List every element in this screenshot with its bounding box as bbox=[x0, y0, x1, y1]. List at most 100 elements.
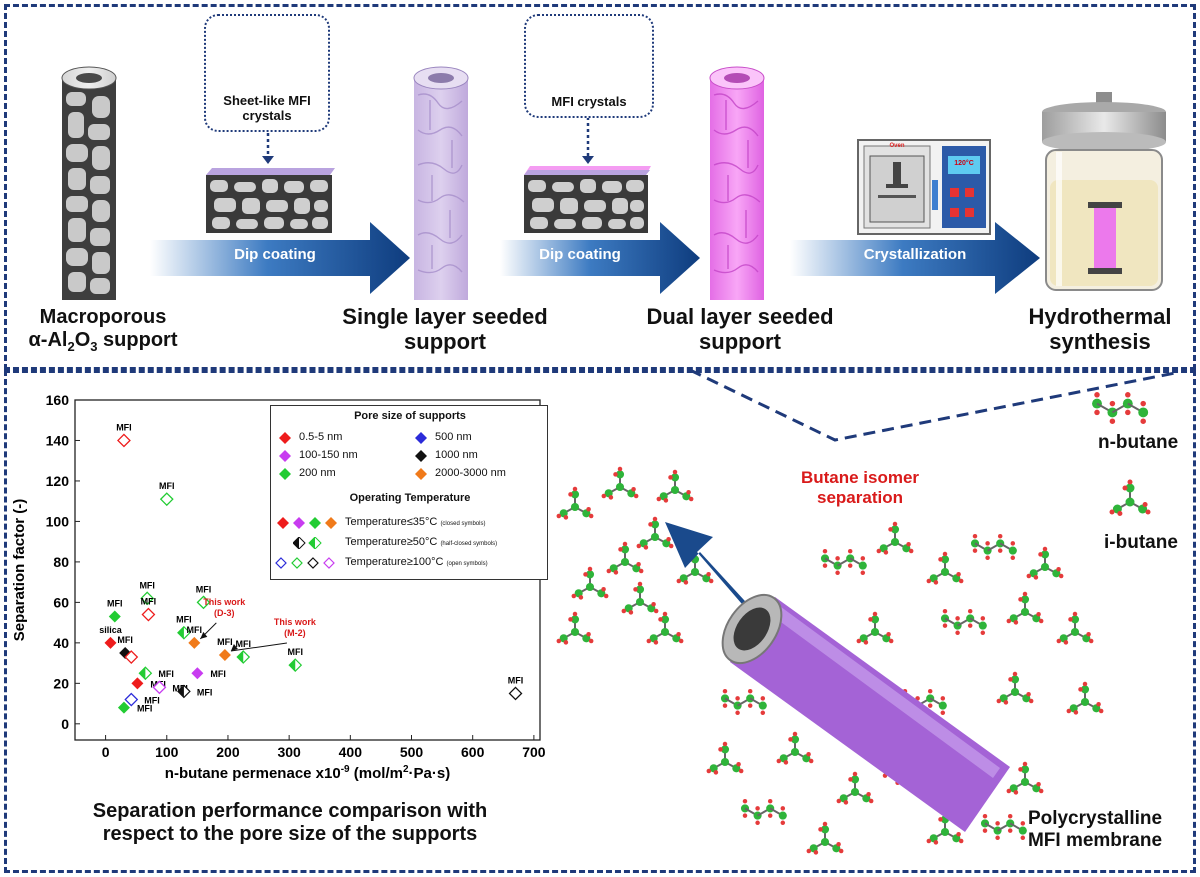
hydrogen-atom bbox=[886, 632, 891, 637]
data-label: MFI bbox=[197, 687, 213, 697]
hydrogen-atom bbox=[1094, 409, 1100, 416]
hydrogen-atom bbox=[860, 556, 866, 561]
step1-line1: Macroporous bbox=[39, 306, 167, 328]
y-tick-label: 20 bbox=[53, 675, 69, 691]
annotation-arrowhead bbox=[230, 644, 238, 651]
x-tick-label: 500 bbox=[400, 744, 424, 760]
data-point-half bbox=[177, 626, 184, 639]
carbon-atom bbox=[753, 811, 762, 820]
hydrogen-atom bbox=[1125, 392, 1131, 398]
legend-marker-black bbox=[415, 450, 427, 462]
caption-line2: respect to the pore size of the supports bbox=[102, 823, 478, 845]
y-tick-label: 0 bbox=[61, 716, 69, 732]
carbon-atom bbox=[1125, 497, 1135, 507]
data-point bbox=[196, 595, 211, 610]
hydrogen-atom bbox=[955, 630, 960, 636]
step1-sub1: 2 bbox=[67, 339, 75, 354]
hydrogen-atom bbox=[643, 545, 649, 550]
hydrogen-atom bbox=[1013, 620, 1019, 625]
hydrogen-atom bbox=[980, 616, 986, 621]
carbon-atom bbox=[1040, 550, 1050, 559]
hydrogen-atom bbox=[676, 578, 682, 584]
hydrogen-atom bbox=[1010, 541, 1016, 546]
hydrogen-atom bbox=[1018, 597, 1023, 602]
carbon-atom bbox=[570, 627, 580, 637]
crystallization-label: Crystallization bbox=[863, 246, 967, 263]
carbon-atom bbox=[570, 502, 580, 512]
hydrogen-atom bbox=[1038, 552, 1043, 557]
hydrogen-atom bbox=[736, 762, 741, 767]
dip-coating-label-1: Dip coating bbox=[234, 246, 316, 263]
hydrogen-atom bbox=[822, 821, 828, 827]
legend-size-3: 500 nm bbox=[435, 431, 472, 443]
membrane-line2: MFI membrane bbox=[1027, 829, 1163, 851]
hydrogen-atom bbox=[1140, 418, 1146, 424]
hydrogen-atom bbox=[718, 747, 723, 752]
hydrogen-atom bbox=[1012, 671, 1018, 677]
carbon-atom bbox=[670, 485, 680, 495]
hydrogen-atom bbox=[767, 813, 773, 818]
hydrogen-atom bbox=[1066, 708, 1072, 714]
hydrogen-atom bbox=[578, 595, 584, 600]
hydrogen-atom bbox=[995, 821, 1000, 826]
hydrogen-atom bbox=[601, 587, 606, 592]
bottom-panel-frame bbox=[4, 370, 1196, 873]
data-label: MFI bbox=[139, 580, 155, 590]
hydrogen-atom bbox=[942, 608, 948, 614]
hydrogen-atom bbox=[583, 572, 588, 577]
data-label: MFI bbox=[141, 597, 157, 607]
legend-half-symbols bbox=[293, 537, 322, 549]
legend-temp-2-note: (open symbols) bbox=[446, 561, 488, 567]
hydrogen-atom bbox=[866, 792, 871, 797]
hydrogen-atom bbox=[847, 548, 853, 554]
hydrogen-atom bbox=[633, 587, 638, 592]
hydrogen-atom bbox=[868, 617, 873, 622]
hydrogen-atom bbox=[956, 572, 961, 577]
hydrogen-atom bbox=[571, 593, 577, 599]
mfi-crystals-callout: MFI crystals bbox=[524, 14, 654, 118]
hydrogen-atom bbox=[755, 806, 760, 811]
legend-size-2: 200 nm bbox=[299, 467, 336, 479]
crystallization-arrow bbox=[790, 222, 1040, 294]
carbon-atom bbox=[585, 570, 595, 579]
chart-legend: Pore size of supports 0.5-5 nm 100-150 n… bbox=[270, 405, 548, 580]
data-label: MFI bbox=[107, 599, 123, 609]
data-point-half bbox=[237, 651, 244, 664]
callout-2-label: MFI crystals bbox=[551, 94, 627, 110]
hydrogen-atom bbox=[622, 541, 628, 547]
hydrogen-atom bbox=[1073, 710, 1079, 715]
carbon-atom bbox=[1080, 697, 1090, 707]
hydrogen-atom bbox=[1033, 575, 1039, 580]
hydrogen-atom bbox=[1042, 546, 1048, 552]
hydrogen-atom bbox=[972, 548, 978, 553]
hydrogen-atom bbox=[686, 490, 691, 495]
hydrogen-atom bbox=[818, 827, 823, 832]
carbon-atom bbox=[1008, 546, 1017, 555]
carbon-atom bbox=[615, 470, 625, 479]
data-point bbox=[218, 649, 231, 661]
carbon-atom bbox=[978, 621, 987, 630]
hydrogen-atom bbox=[603, 593, 609, 599]
hydrogen-atom bbox=[942, 623, 948, 628]
single-layer-seeded-tube bbox=[413, 66, 469, 300]
oven-temp: 120°C bbox=[954, 160, 974, 167]
hydrogen-atom bbox=[742, 798, 748, 804]
n-butane-label: n-butane bbox=[1098, 432, 1179, 453]
hydrogen-atom bbox=[985, 555, 990, 561]
hydrogen-atom bbox=[1109, 400, 1116, 407]
hydrogen-atom bbox=[792, 731, 798, 737]
x-tick-label: 600 bbox=[461, 744, 485, 760]
carbon-atom bbox=[778, 811, 787, 820]
hydrogen-atom bbox=[848, 777, 853, 782]
hydrogen-atom bbox=[1078, 687, 1083, 692]
chart-caption: Separation performance comparison with r… bbox=[10, 800, 570, 846]
oven-icon bbox=[857, 139, 991, 235]
carbon-atom bbox=[1020, 607, 1030, 617]
dip-coating-arrow-1 bbox=[150, 222, 410, 294]
step3-line2: support bbox=[699, 329, 781, 355]
annotation-arrow bbox=[230, 642, 287, 652]
macroporous-support-tube bbox=[61, 66, 117, 300]
hydrogen-atom bbox=[985, 541, 990, 546]
hydrogen-atom bbox=[806, 752, 811, 757]
